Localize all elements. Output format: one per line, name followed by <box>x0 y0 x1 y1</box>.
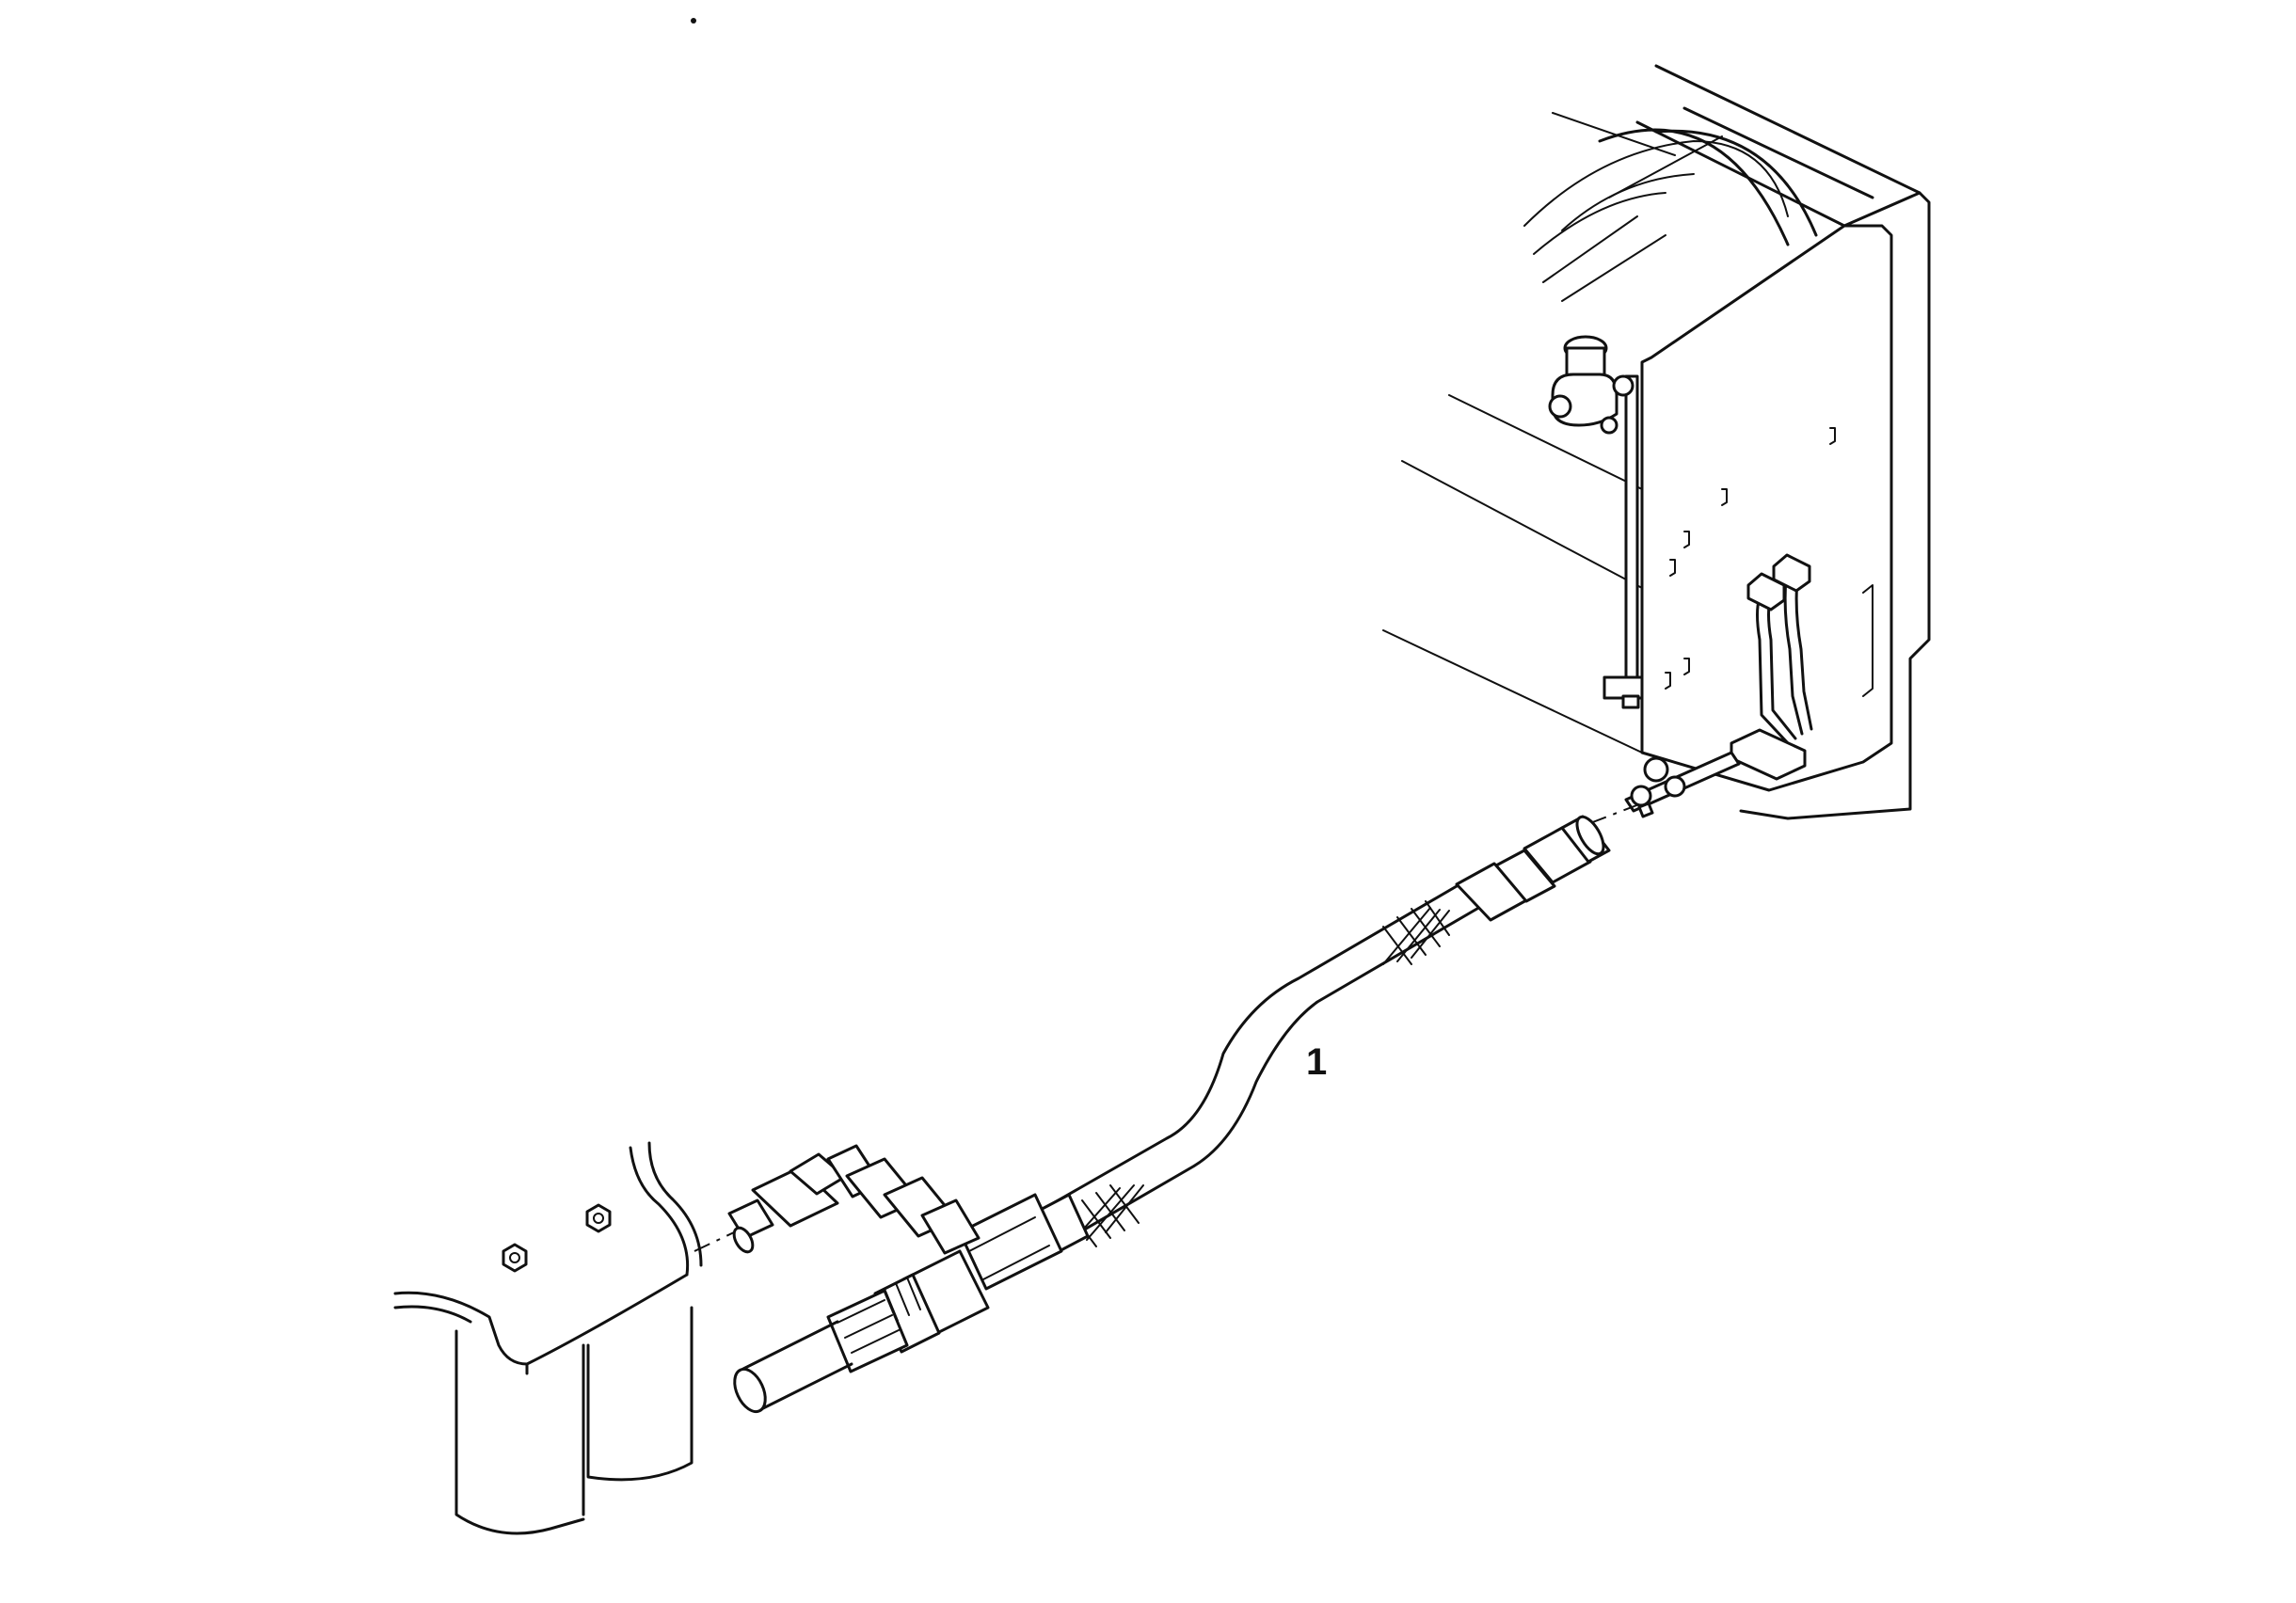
callout-1: 1 <box>1306 1041 1327 1083</box>
scan-speck <box>691 18 696 24</box>
centerline-upper <box>1589 803 1640 824</box>
supply-tube <box>733 1320 853 1414</box>
shutoff-valve <box>1624 751 1741 818</box>
centerline-lower <box>694 1231 735 1252</box>
mounting-bracket <box>393 1141 703 1535</box>
heater-unit <box>1382 64 1931 820</box>
fuel-filter <box>826 1249 990 1373</box>
hose-braid-upper <box>1382 900 1450 965</box>
flexible-fuel-hose <box>958 815 1611 1291</box>
elbow-fitting <box>727 1144 981 1255</box>
